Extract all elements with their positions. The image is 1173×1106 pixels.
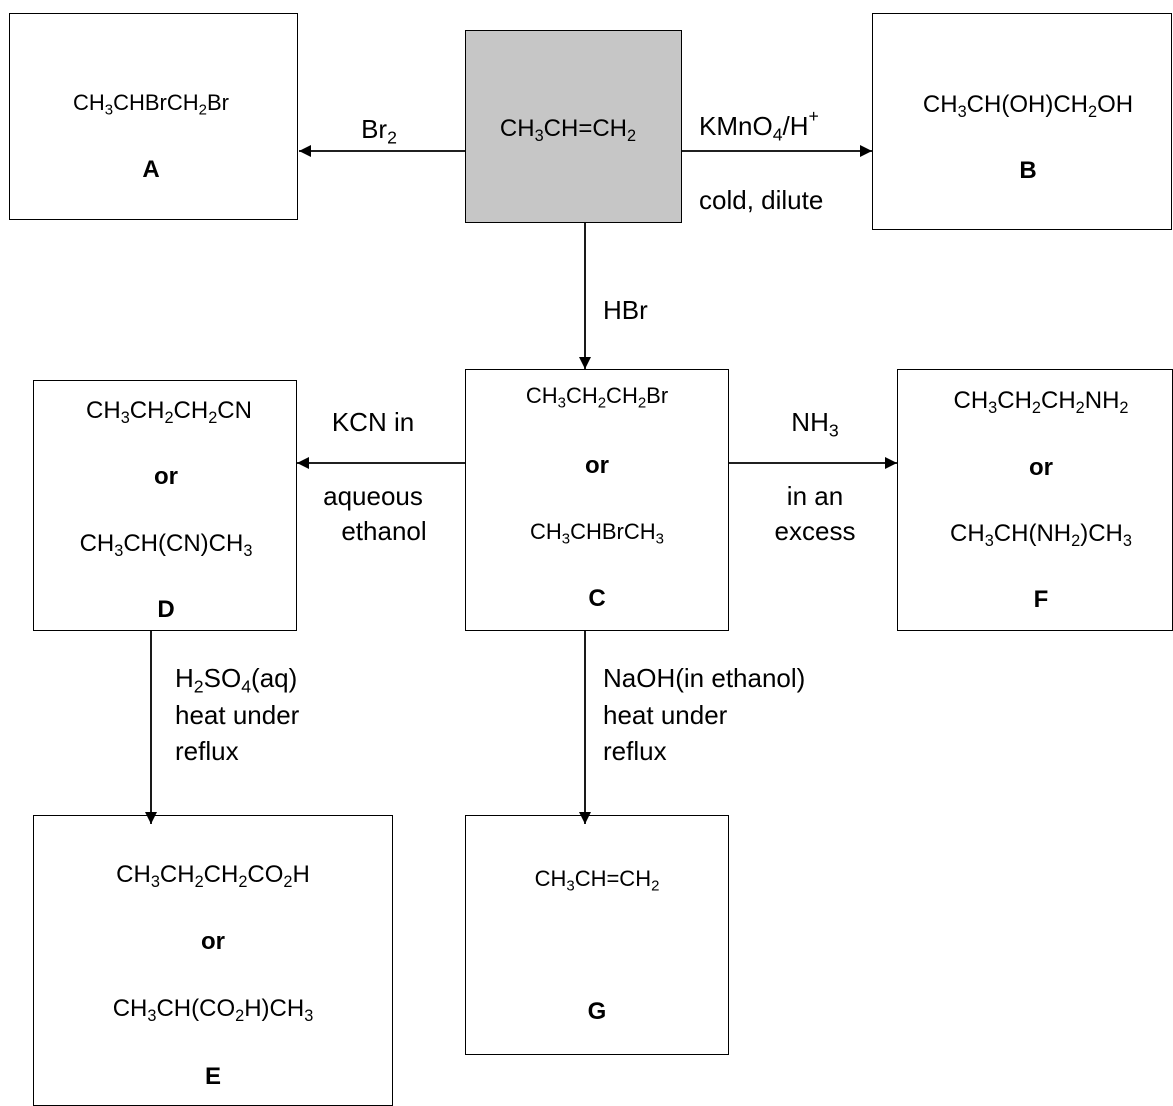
reagent-to-e-line-2: heat under [175, 700, 300, 730]
box-e-formula-2: CH3CH(CO2H)CH3 [112, 995, 314, 1025]
box-g [465, 815, 729, 1055]
box-d-label: D [157, 596, 175, 623]
box-a [9, 13, 298, 220]
reagent-to-b-line-1: KMnO4/H+ [699, 105, 819, 145]
reagent-to-c: HBr [603, 295, 648, 325]
reagent-to-g-line-1: NaOH(in ethanol) [603, 663, 806, 693]
reagent-to-d-line-2: aqueous [323, 481, 423, 511]
start-formula: CH3CH=CH2 [499, 115, 637, 145]
reagent-to-f-line-3: excess [774, 516, 856, 546]
reagent-to-d-line-3: ethanol [341, 516, 427, 546]
box-e-or: or [201, 928, 225, 955]
box-b [872, 13, 1172, 230]
box-c-or: or [585, 452, 609, 479]
box-start [465, 30, 682, 223]
box-f-label: F [1033, 586, 1049, 613]
reagent-to-f-line-2: in an [786, 481, 844, 511]
reagent-to-g-line-3: reflux [603, 736, 667, 766]
box-g-formula: CH3CH=CH2 [534, 866, 660, 895]
box-d-formula-2: CH3CH(CN)CH3 [79, 530, 253, 560]
box-c [465, 369, 729, 631]
reagent-to-b-line-2: cold, dilute [699, 185, 824, 215]
box-d-formula-1: CH3CH2CH2CN [86, 397, 252, 427]
box-d-or: or [154, 463, 178, 490]
box-a-label: A [142, 156, 160, 183]
box-b-label: B [1019, 157, 1037, 184]
reagent-to-e-line-3: reflux [175, 736, 239, 766]
box-a-formula: CH3CHBrCH2Br [73, 90, 229, 119]
box-c-formula-1: CH3CH2CH2Br [525, 383, 669, 412]
box-c-formula-2: CH3CHBrCH3 [530, 519, 664, 548]
box-g-label: G [587, 998, 607, 1025]
reagent-to-g-line-2: heat under [603, 700, 728, 730]
box-f-formula-1: CH3CH2CH2NH2 [953, 387, 1129, 417]
reagent-to-d-line-1: KCN in [331, 407, 415, 437]
box-c-label: C [588, 585, 606, 612]
box-f-or: or [1029, 454, 1053, 481]
reagent-to-e-line-1: H2SO4(aq) [175, 663, 298, 697]
box-f-formula-2: CH3CH(NH2)CH3 [950, 520, 1132, 550]
reagent-to-a: Br2 [361, 114, 397, 148]
box-b-formula: CH3CH(OH)CH2OH [922, 91, 1134, 121]
box-d [33, 380, 297, 631]
box-e-label: E [204, 1063, 222, 1090]
reagent-to-f-line-1: NH3 [791, 407, 839, 441]
box-e-formula-1: CH3CH2CH2CO2H [116, 861, 310, 891]
